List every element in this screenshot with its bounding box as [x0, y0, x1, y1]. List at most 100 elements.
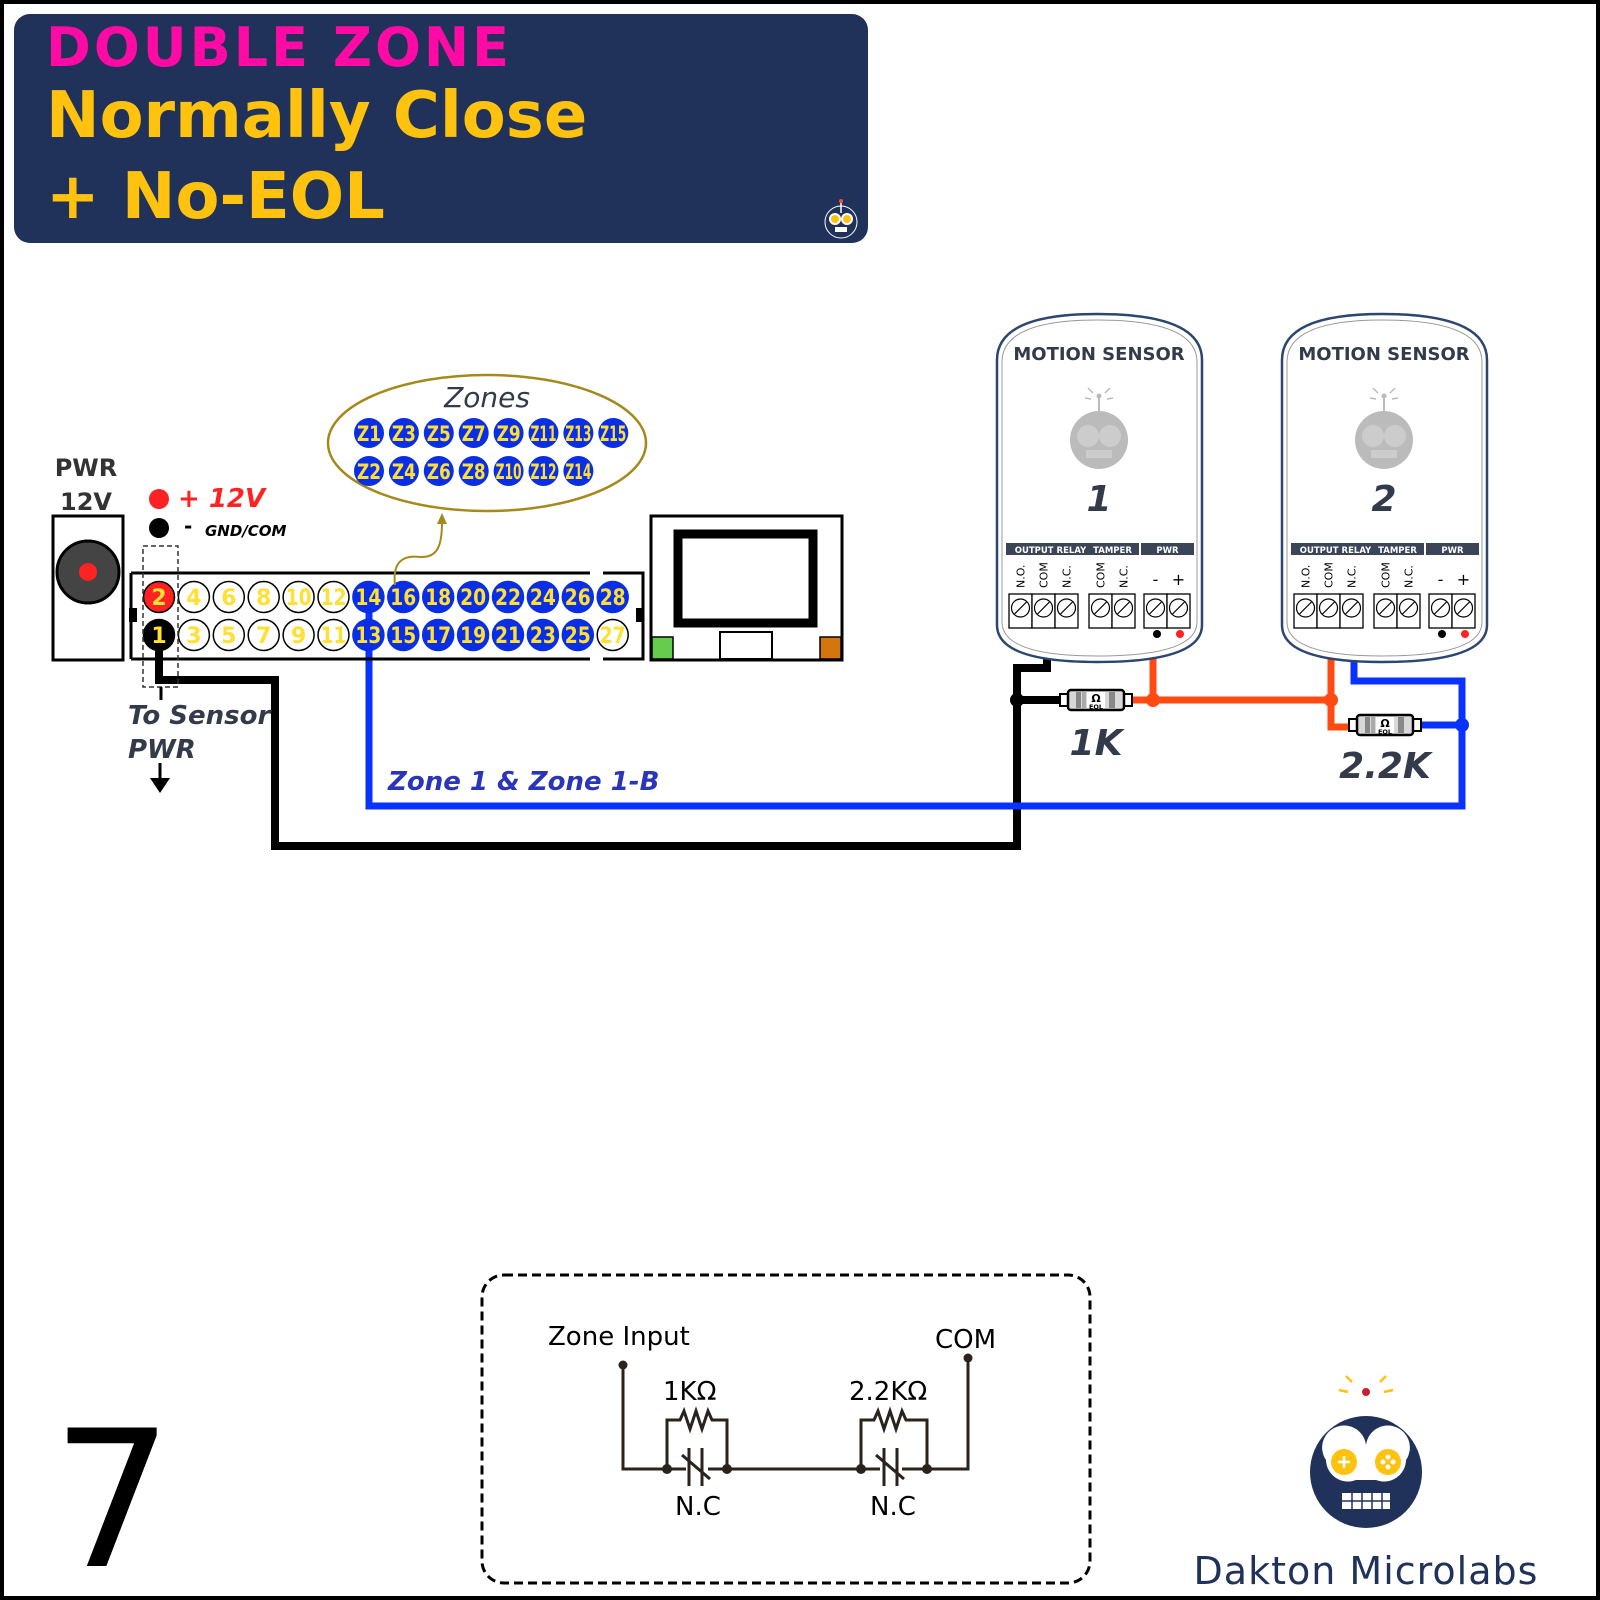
terminal-14	[352, 580, 385, 614]
dakton-robot-logo-icon	[1310, 1375, 1422, 1528]
zone-badge-label: Z7	[462, 422, 486, 446]
zone-badge-label: Z2	[357, 460, 381, 484]
terminal-group-label: OUTPUT RELAY	[1300, 546, 1372, 556]
resistor-symbol: Ω	[1091, 692, 1101, 705]
terminal-13	[352, 618, 385, 652]
terminal-group-header	[1006, 543, 1095, 555]
terminal-group-label: PWR	[1156, 546, 1179, 556]
terminal-label: 6	[221, 586, 236, 611]
zone-badge-z4	[388, 456, 419, 486]
terminal-label: 7	[256, 624, 271, 649]
zone-badge-label: Z15	[600, 422, 626, 446]
terminal-8	[247, 580, 280, 614]
legend-plus-12v: + 12V	[178, 484, 267, 514]
title-line2: Normally Close	[46, 79, 587, 153]
zone-badge-z1	[354, 418, 384, 448]
zone-badge-label: Z5	[427, 422, 451, 446]
sensor-number: 2	[1371, 479, 1396, 520]
schematic-nodes	[618, 1353, 973, 1474]
display-screen	[673, 529, 818, 628]
wire-blue-zone	[365, 600, 1466, 810]
terminal-21	[491, 618, 525, 652]
terminal-label: 22	[495, 586, 521, 611]
terminal-label: 12	[321, 586, 347, 611]
pwr-voltage-label: 12V	[60, 488, 112, 516]
zone-badge-z5	[423, 418, 454, 448]
terminal-group-header	[1141, 543, 1194, 555]
terminal-label: N.C.	[1403, 565, 1416, 588]
terminal-16	[387, 580, 420, 614]
terminal-label: 2	[151, 586, 166, 611]
terminal-label: 21	[495, 624, 521, 649]
resistor-tag: EOL	[1089, 703, 1103, 711]
sensor-housing	[995, 312, 1204, 664]
schematic-r1-label: 1KΩ	[663, 1377, 716, 1407]
terminal-label: N.O.	[1300, 565, 1313, 588]
terminal-label: N.C.	[1346, 565, 1359, 588]
terminal-19	[456, 618, 490, 652]
terminal-label: 14	[355, 586, 381, 611]
terminal-label: 13	[355, 624, 381, 649]
terminal-label: N.C.	[1061, 565, 1074, 588]
terminal-11	[317, 618, 350, 652]
terminal-22	[491, 580, 525, 614]
terminal-27	[596, 618, 629, 652]
zone-badge-label: Z8	[462, 460, 486, 484]
schematic-zone-input: Zone Input	[548, 1322, 690, 1352]
title-line1: DOUBLE ZONE	[46, 16, 512, 79]
schematic-nc2-label: N.C	[870, 1492, 916, 1522]
zone-badge-z12	[528, 456, 559, 486]
terminal-25	[561, 618, 595, 652]
schematic-com: COM	[935, 1325, 996, 1355]
terminal-group-label: PWR	[1441, 546, 1464, 556]
terminal-17	[421, 618, 455, 652]
terminal-label: 11	[321, 624, 347, 649]
terminal-1	[142, 618, 176, 652]
zone-badge-z11	[528, 418, 559, 448]
legend-gnd-com: GND/COM	[205, 522, 287, 540]
schematic-box: Zone Input COM 1KΩ 2.2KΩ N.C N.C	[480, 1273, 1092, 1585]
to-sensor-label: To Sensor	[128, 701, 273, 731]
to-sensor-pwr-label: PWR	[128, 735, 196, 765]
terminal-group-header	[1086, 543, 1139, 555]
pwr-plus-dot-icon	[1461, 630, 1469, 638]
zone-badge-z8	[458, 456, 489, 486]
power-legend: + 12V - GND/COM	[149, 484, 287, 540]
sensor-title: MOTION SENSOR	[1298, 344, 1469, 365]
terminal-4	[177, 580, 211, 614]
zone-badge-label: Z13	[565, 422, 591, 446]
keypad-display-module	[649, 514, 844, 662]
pwr-minus-dot-icon	[1153, 630, 1161, 638]
terminal-label: +	[1172, 570, 1185, 589]
zone-badge-label: Z6	[427, 460, 451, 484]
sensor-housing	[1280, 312, 1489, 664]
terminal-label: 8	[256, 586, 271, 611]
terminal-26	[561, 580, 595, 614]
zone-badge-z10	[493, 456, 524, 486]
terminal-group-header	[1291, 543, 1380, 555]
zone-wire-label: Zone 1 & Zone 1-B	[387, 767, 659, 797]
schematic-nc1-label: N.C	[675, 1492, 721, 1522]
zone-badge-z9	[493, 418, 524, 448]
terminal-label: 18	[425, 586, 451, 611]
terminal-label: COM	[1323, 562, 1336, 588]
zone-badge-z6	[423, 456, 454, 486]
terminal-label: COM	[1380, 562, 1393, 588]
terminal-12	[317, 580, 350, 614]
terminal-10	[282, 580, 315, 614]
terminal-label: 25	[565, 624, 591, 649]
terminal-7	[247, 618, 280, 652]
zone-badge-label: Z3	[392, 422, 416, 446]
terminal-20	[456, 580, 490, 614]
terminal-label: 15	[390, 624, 416, 649]
zone-badge-label: Z11	[531, 422, 557, 446]
terminal-group-header	[1426, 543, 1479, 555]
